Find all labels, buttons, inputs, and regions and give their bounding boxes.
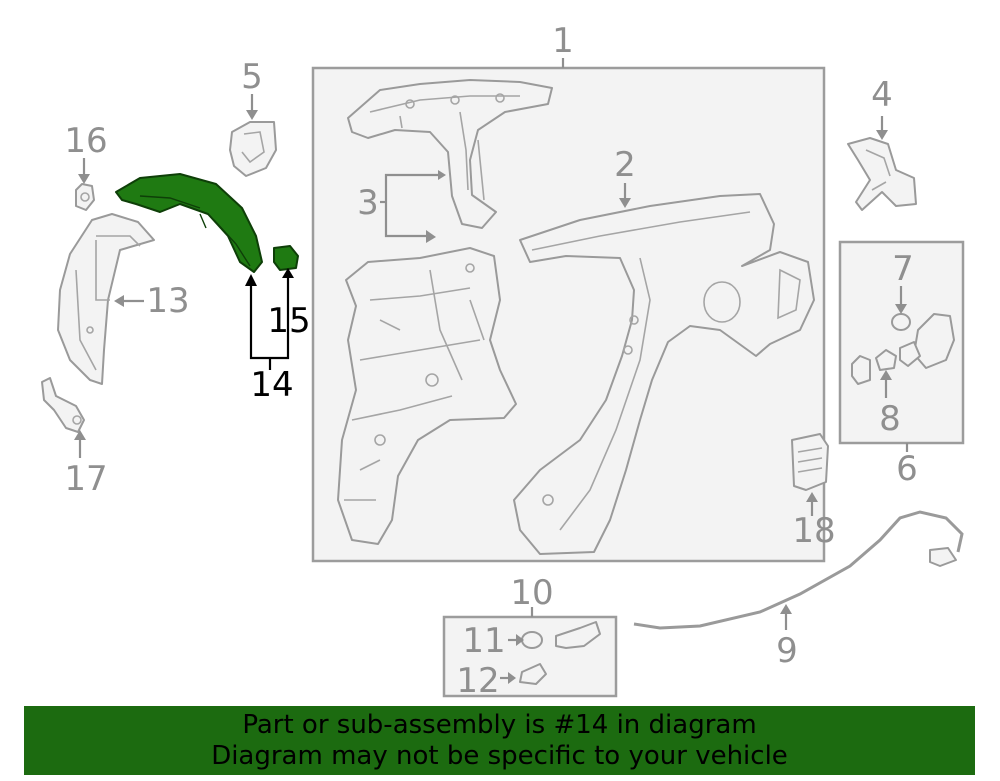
notice-line-1: Part or sub-assembly is #14 in diagram: [242, 710, 757, 740]
callout-17: 17: [64, 459, 107, 499]
part-17-bracket[interactable]: [41, 377, 85, 433]
part-8-clip[interactable]: [851, 349, 897, 385]
part-18-vent[interactable]: [791, 433, 829, 491]
part-11-cap[interactable]: [521, 621, 601, 649]
callout-16: 16: [64, 121, 107, 161]
part-9-release-cable[interactable]: [633, 510, 964, 630]
part-15-clip[interactable]: [273, 245, 299, 271]
callout-11: 11: [462, 621, 505, 661]
callout-3: 3: [357, 183, 379, 223]
part-12-bracket[interactable]: [519, 663, 547, 685]
callout-6: 6: [896, 449, 918, 489]
part-16-nut[interactable]: [75, 183, 95, 211]
part-4-brace[interactable]: [847, 137, 917, 211]
part-13-splash-shield[interactable]: [57, 213, 155, 385]
callout-14: 14: [250, 365, 293, 405]
notice-line-2: Diagram may not be specific to your vehi…: [211, 741, 788, 771]
callout-18: 18: [792, 511, 835, 551]
callout-13: 13: [146, 281, 189, 321]
notice-banner: Part or sub-assembly is #14 in diagram D…: [24, 706, 975, 775]
callout-4: 4: [871, 75, 893, 115]
callout-7: 7: [892, 249, 914, 289]
part-6-fuel-door[interactable]: [899, 313, 955, 369]
callout-12: 12: [456, 661, 499, 701]
callout-8: 8: [879, 399, 901, 439]
part-3-lower-inner-panel[interactable]: [337, 247, 517, 545]
callout-15: 15: [267, 301, 310, 341]
part-7-grommet[interactable]: [891, 313, 911, 331]
part-14-quarter-panel-liner[interactable]: [115, 173, 263, 273]
callout-10: 10: [510, 573, 553, 613]
part-3-upper-inner-panel[interactable]: [347, 79, 553, 229]
part-2-quarter-panel[interactable]: [513, 193, 815, 555]
callout-5: 5: [241, 57, 263, 97]
callout-1: 1: [552, 21, 574, 61]
callout-2: 2: [614, 145, 636, 185]
part-5-bracket[interactable]: [229, 121, 277, 177]
callout-9: 9: [776, 631, 798, 671]
